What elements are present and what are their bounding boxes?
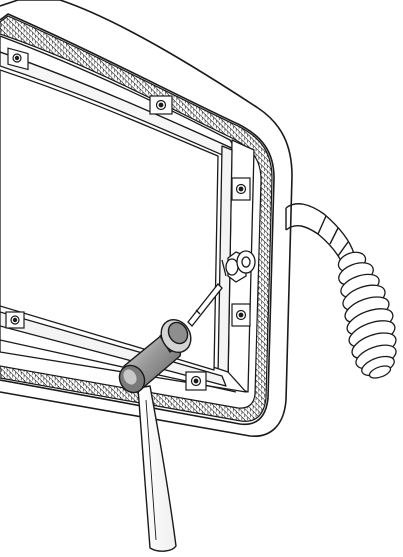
coiled-cable — [337, 251, 397, 379]
mounting-clip — [185, 371, 207, 391]
pin-socket — [221, 250, 256, 283]
mounting-clip — [231, 177, 251, 201]
cable-conduit — [285, 203, 355, 269]
mounting-clip — [149, 95, 173, 115]
mallet — [118, 318, 192, 552]
mounting-clips — [5, 47, 251, 391]
retaining-pin — [187, 283, 223, 327]
mounting-clip — [231, 303, 251, 327]
frame-seal — [0, 15, 273, 422]
mounting-clip — [7, 47, 29, 71]
inner-frame — [0, 35, 255, 393]
mounting-clip — [5, 311, 25, 329]
